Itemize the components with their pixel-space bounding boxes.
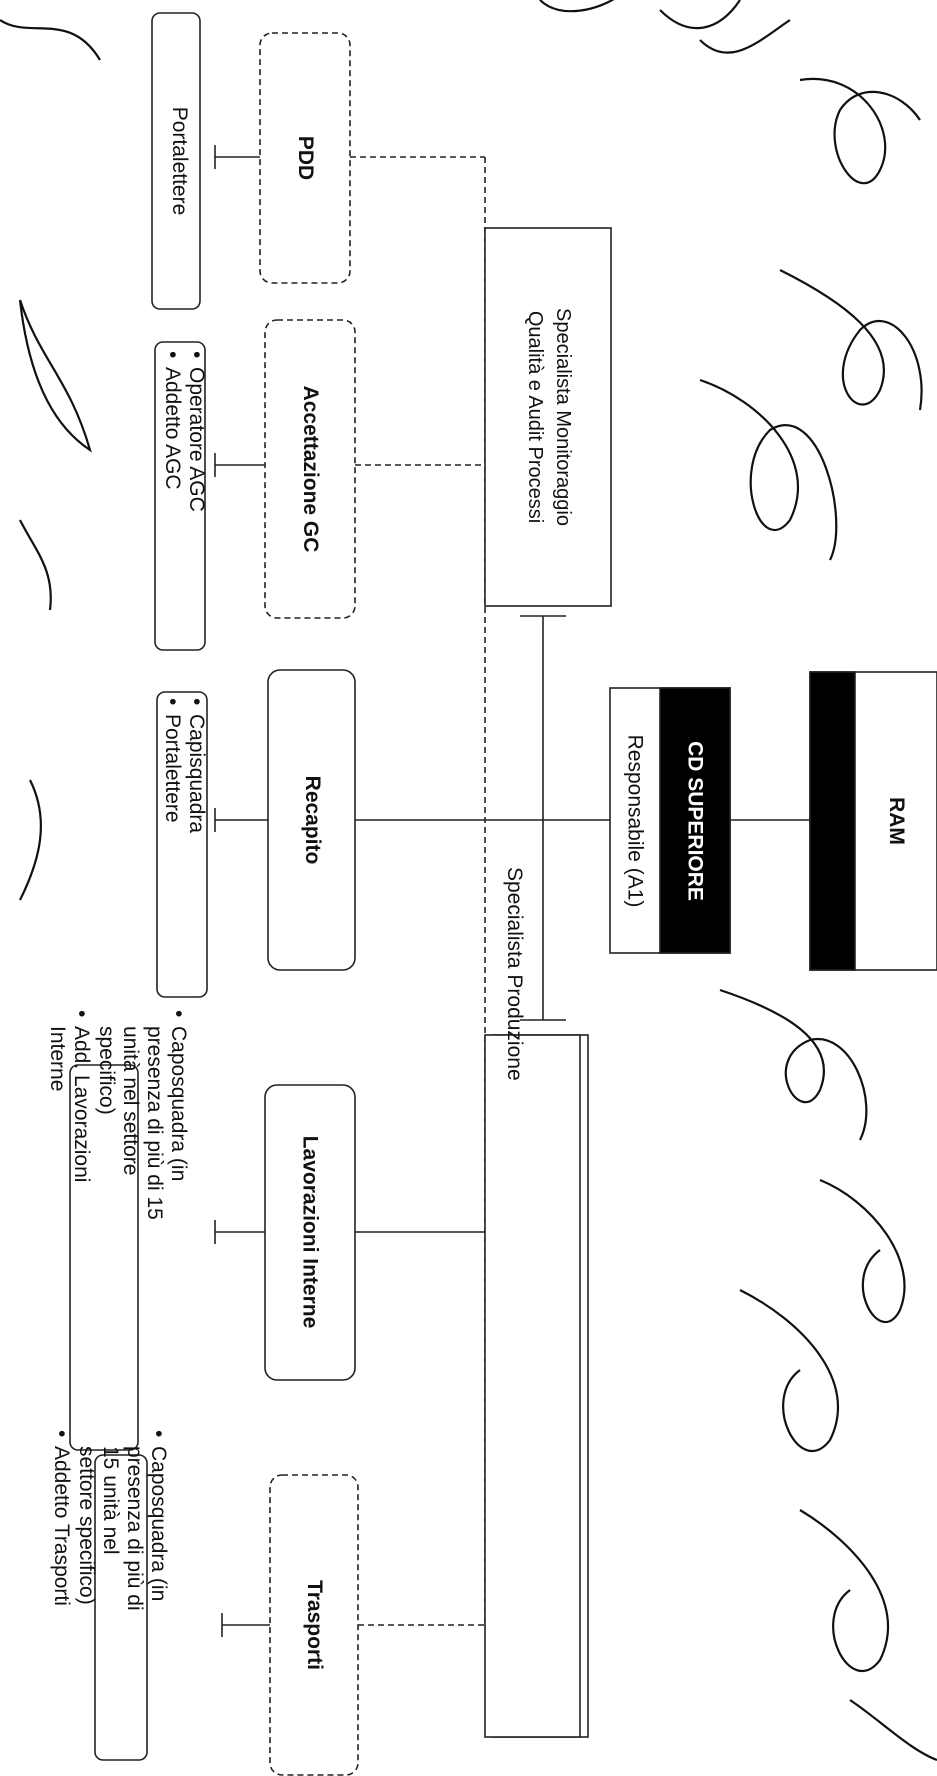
role-item: Portalettere <box>160 698 184 998</box>
role-item: Caposquadra (in presenza di più di 15 un… <box>73 1430 170 1770</box>
lavorazioni-box <box>264 1084 356 1381</box>
roles-pdd-list: Portalettere <box>161 11 191 311</box>
role-item: Add. Lavorazioni Interne <box>45 1010 93 1390</box>
specialista-produzione-box <box>484 1034 581 1738</box>
specialista-qualita-line1: Specialista Monitoraggio <box>552 308 575 526</box>
specialista-qualita-line2: Qualità e Audit Processi <box>524 310 547 524</box>
cd-black-band <box>659 687 731 954</box>
unit-accettazione: Accettazione GC <box>299 385 322 553</box>
cd-subtitle: Responsabile (A1) <box>623 734 647 908</box>
trasporti-box <box>269 1474 359 1776</box>
roles-trasporti-list: Caposquadra (in presenza di più di 15 un… <box>30 1430 170 1770</box>
ram-label: RAM <box>885 797 908 845</box>
cd-title: CD SUPERIORE <box>683 741 707 901</box>
unit-recapito: Recapito <box>301 775 324 865</box>
recapito-box <box>267 669 356 971</box>
unit-pdd: PDD <box>294 135 317 181</box>
roles-accettazione-list: Operatore AGC Addetto AGC <box>156 351 208 651</box>
specialista-produzione-label: Specialista Produzione <box>503 867 526 1081</box>
roles-pdd-box <box>151 12 201 310</box>
accettazione-box <box>264 319 356 619</box>
unit-lavorazioni: Lavorazioni Interne <box>298 1135 322 1329</box>
role-item: Portalettere <box>168 106 191 216</box>
unit-trasporti: Trasporti <box>303 1580 326 1670</box>
role-item: Addetto Trasporti <box>49 1430 73 1770</box>
role-item: Capisquadra <box>184 698 208 998</box>
role-item: Caposquadra (in presenza di più di 15 un… <box>93 1010 190 1390</box>
specialista-qualita-box <box>484 227 612 607</box>
role-item: Addetto AGC <box>160 351 184 651</box>
roles-lavorazioni-list: Caposquadra (in presenza di più di 15 un… <box>30 1010 190 1390</box>
ram-black-band <box>809 671 856 971</box>
roles-recapito-list: Capisquadra Portalettere <box>156 698 208 998</box>
role-item: Operatore AGC <box>184 351 208 651</box>
dashed-connectors <box>350 156 486 1626</box>
pdd-box <box>259 32 351 284</box>
